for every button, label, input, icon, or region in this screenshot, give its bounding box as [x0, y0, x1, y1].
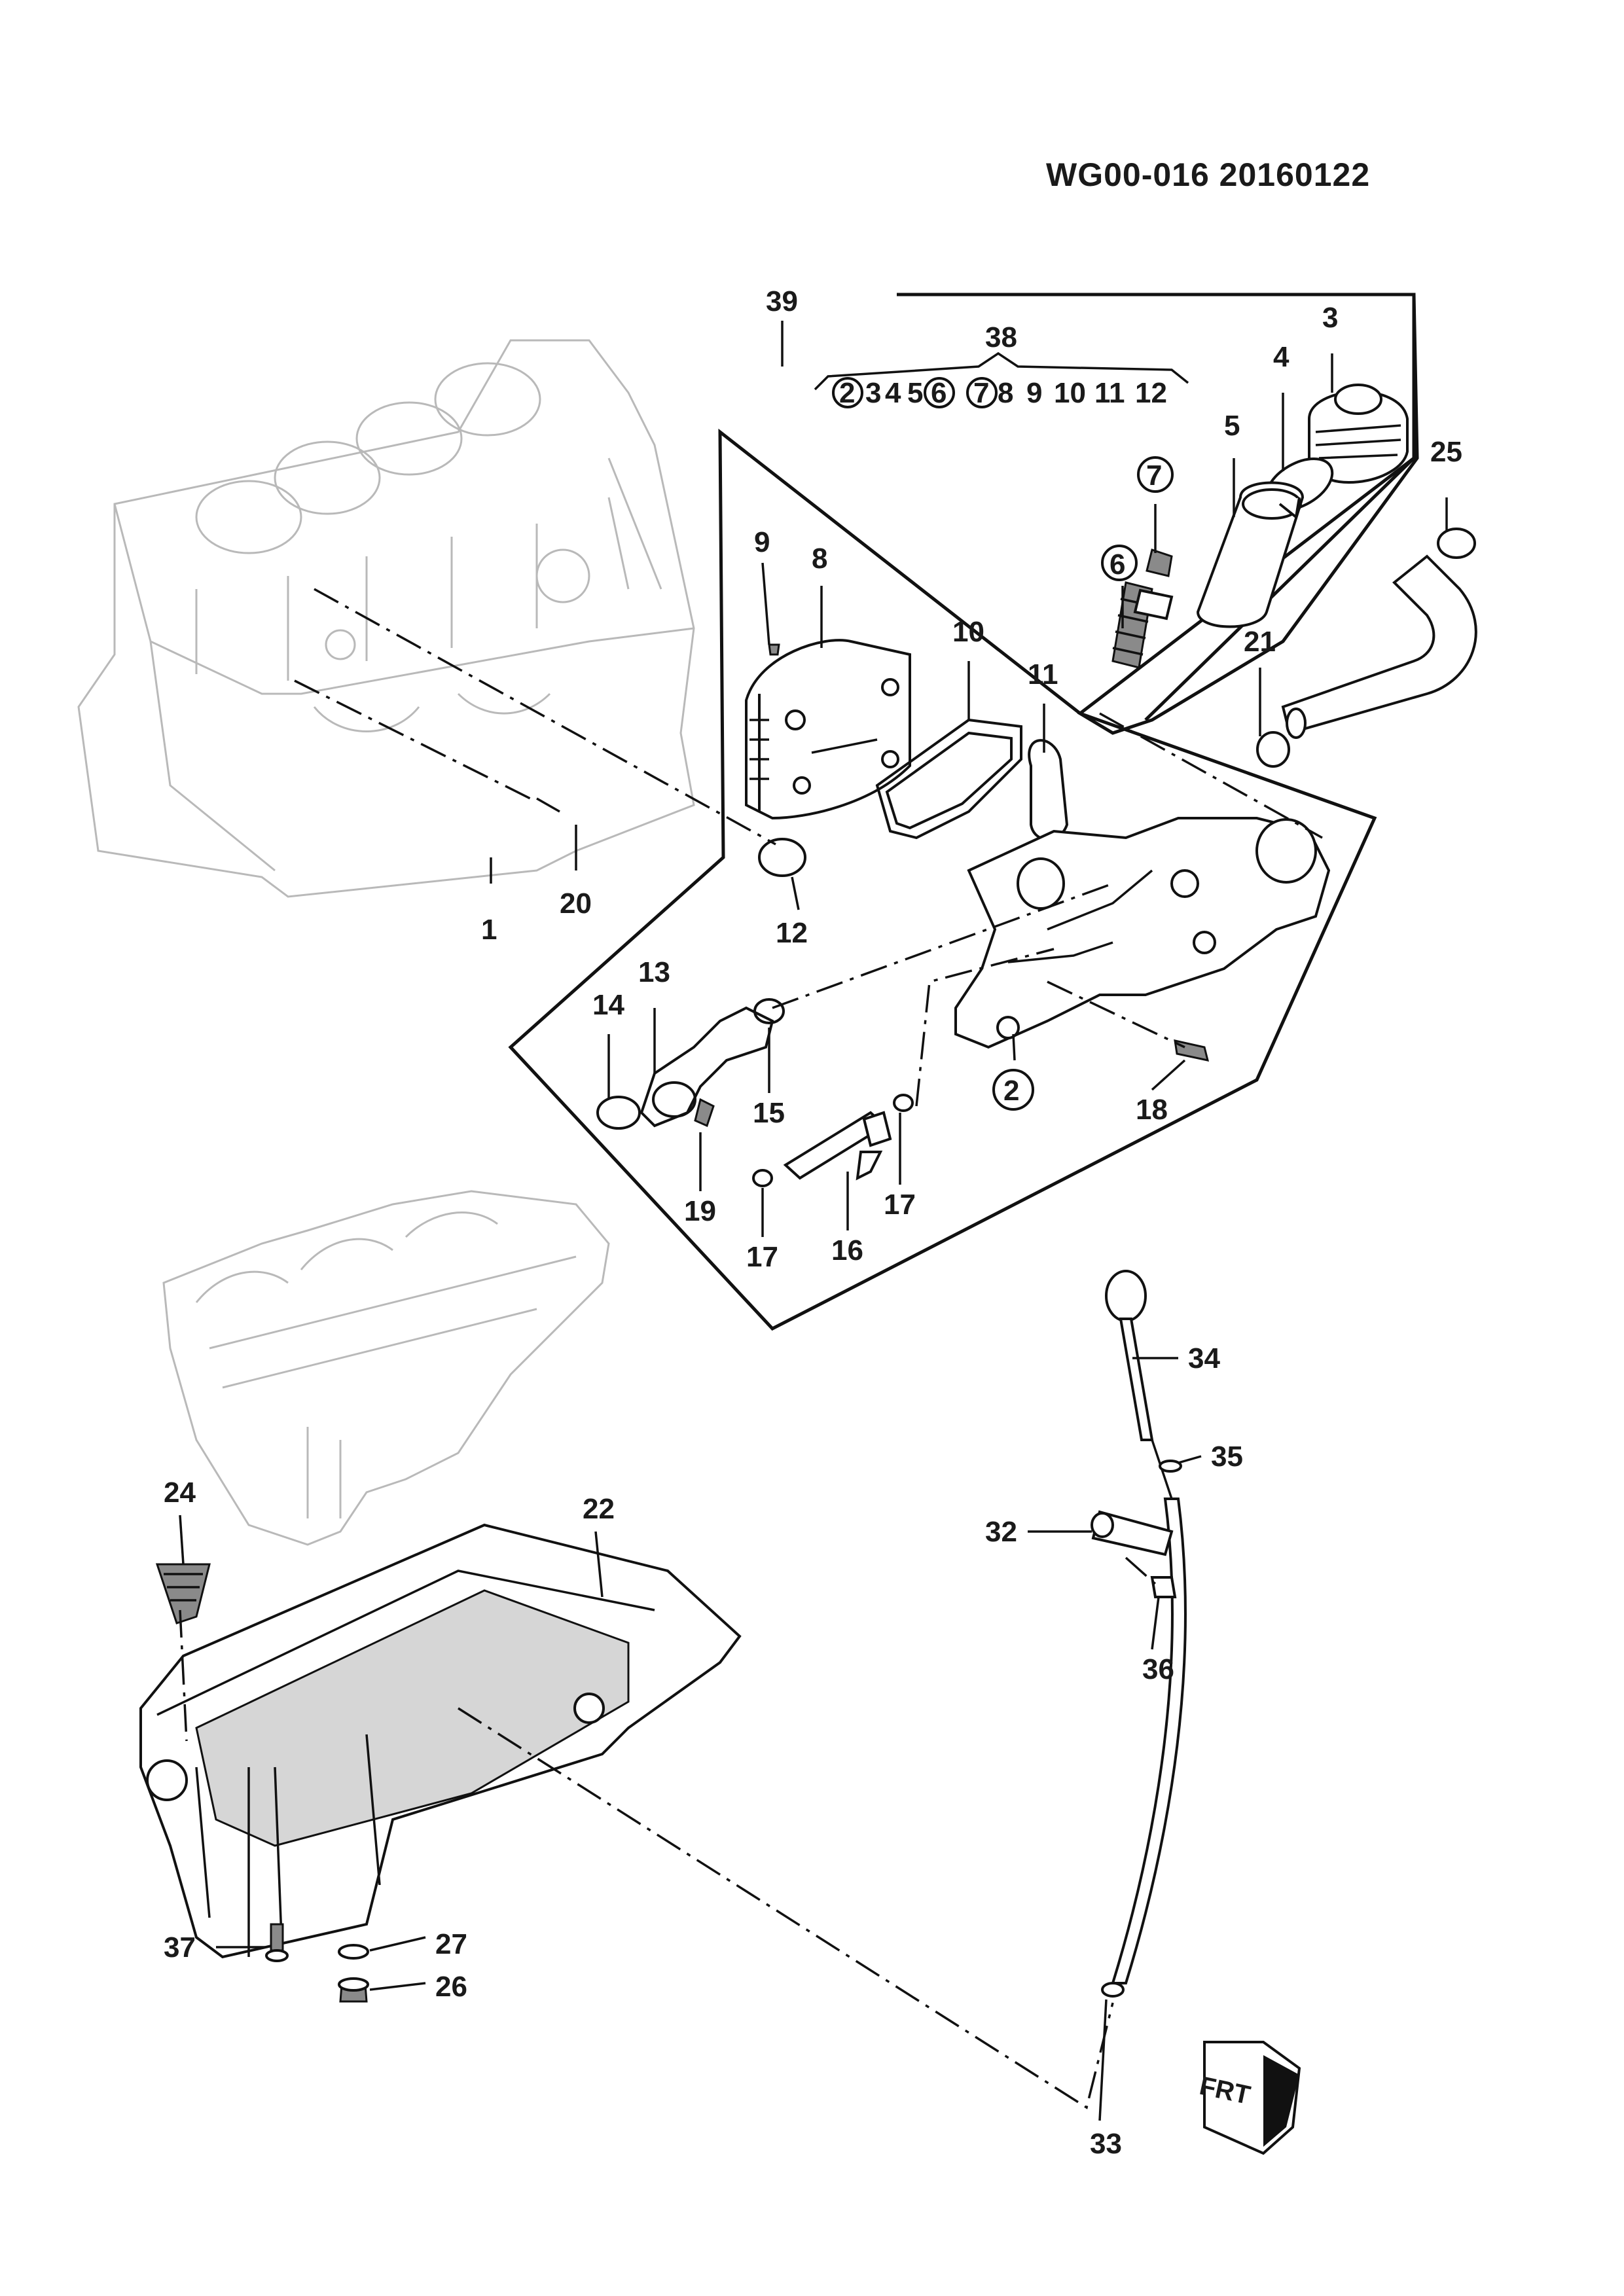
kit-item-4: 4	[885, 377, 901, 409]
callout-24: 24	[164, 1477, 196, 1509]
drawing-code: WG00-016 20160122	[1046, 156, 1371, 193]
kit-item-2: 2	[839, 377, 855, 409]
kit-item-6: 6	[931, 377, 947, 409]
callout-19: 19	[684, 1195, 716, 1227]
callout-15: 15	[753, 1097, 785, 1129]
callout-4: 4	[1273, 341, 1290, 373]
callout-39: 39	[766, 285, 798, 317]
drain-plug-assembly	[265, 1923, 369, 2003]
kit-item-11: 11	[1094, 377, 1125, 409]
kit-item-12: 12	[1135, 377, 1167, 409]
callout-2: 2	[1003, 1075, 1019, 1107]
callout-25: 25	[1430, 436, 1462, 468]
callout-11: 11	[1028, 658, 1058, 691]
callout-36: 36	[1142, 1653, 1174, 1685]
callout-16: 16	[831, 1234, 863, 1266]
callout-13: 13	[638, 956, 670, 988]
callout-3: 3	[1322, 302, 1338, 334]
callout-33: 33	[1090, 2128, 1122, 2160]
callout-14: 14	[592, 989, 624, 1021]
kit-item-7: 7	[973, 377, 989, 409]
leader-lines	[179, 321, 1448, 2121]
callout-34: 34	[1188, 1342, 1220, 1374]
dipstick-assembly	[1091, 1270, 1187, 1998]
callout-9: 9	[754, 526, 770, 558]
bedplate-ghost	[162, 1190, 610, 1546]
oil-cooler-parts	[745, 639, 1069, 877]
kit-label: 38	[985, 321, 1017, 353]
callout-17b: 17	[884, 1189, 916, 1221]
callout-12: 12	[776, 917, 808, 949]
callout-35: 35	[1211, 1441, 1243, 1473]
callout-21: 21	[1244, 626, 1276, 658]
kit-item-9: 9	[1026, 377, 1042, 409]
kit-item-5: 5	[907, 377, 923, 409]
callout-18: 18	[1136, 1094, 1168, 1126]
kit-boundary-right-return	[1144, 457, 1415, 721]
callout-5: 5	[1224, 410, 1240, 442]
oil-pipes-and-fasteners	[596, 998, 1210, 1187]
oil-strainer	[155, 1563, 211, 1624]
kit-item-10: 10	[1054, 377, 1086, 409]
callout-26: 26	[435, 1971, 467, 2003]
engine-block-ghost	[77, 339, 695, 898]
kit-bracket	[814, 351, 1189, 1111]
callout-6: 6	[1110, 548, 1125, 581]
callout-32: 32	[985, 1516, 1017, 1548]
oil-filter-adaptor	[954, 817, 1331, 1049]
callout-7: 7	[1146, 459, 1162, 492]
oil-return-tube	[1256, 528, 1477, 768]
kit-boundary	[508, 293, 1419, 1331]
callout-22: 22	[583, 1493, 615, 1525]
kit-contents-row: 38 2 3 4 5 6 7 8 9 10 11 12	[839, 321, 1167, 409]
kit-item-3: 3	[865, 377, 881, 409]
oil-pan	[139, 1523, 742, 1959]
callout-labels: 1 2 3 4 5 6 7 8 9 10 11 12 13 14 15 16 1…	[164, 285, 1462, 2160]
oil-filter-housing-parts	[1196, 384, 1409, 628]
callout-8: 8	[812, 543, 827, 575]
front-direction-marker: FRT	[1197, 2041, 1301, 2155]
callout-20: 20	[560, 888, 592, 920]
callout-10: 10	[952, 616, 984, 648]
callout-1: 1	[481, 914, 497, 946]
callout-37: 37	[164, 1931, 196, 1964]
kit-item-8: 8	[998, 377, 1013, 409]
callout-17a: 17	[746, 1241, 778, 1273]
callout-27: 27	[435, 1928, 467, 1960]
